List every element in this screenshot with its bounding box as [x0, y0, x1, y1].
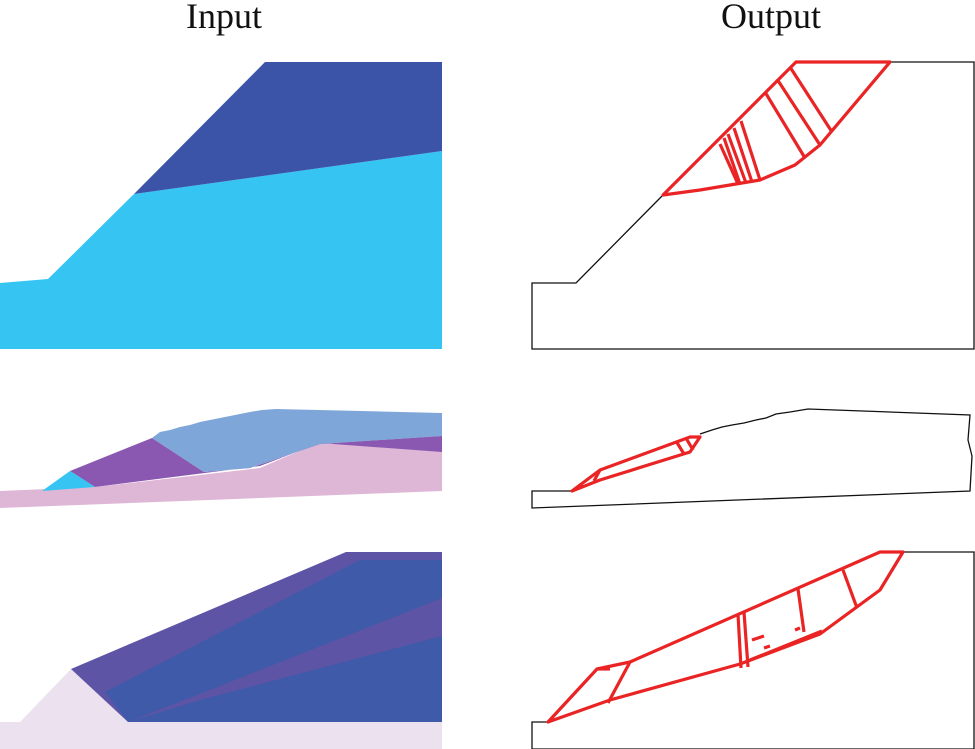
slope-outline: [531, 551, 975, 749]
slope-outline: [531, 408, 973, 509]
input-slope-2: [0, 409, 442, 508]
layer-cyan: [0, 151, 442, 349]
slope-outline: [531, 61, 975, 350]
layer-pink: [0, 436, 442, 508]
slip-surface: [661, 60, 892, 197]
output-slope-3: [531, 550, 975, 749]
output-column-title: Output: [721, 0, 822, 36]
layer-dark-blue: [134, 62, 442, 194]
slip-surface: [546, 550, 905, 724]
input-slope-1: [0, 62, 442, 349]
input-column-title: Input: [186, 0, 262, 36]
output-slope-2: [531, 408, 973, 509]
layer-lavender: [0, 669, 442, 749]
input-slope-3: [0, 552, 442, 749]
layer-cyan: [42, 471, 95, 491]
layer-deep-blue-lower: [128, 636, 442, 722]
layer-deep-blue: [105, 560, 442, 722]
slip-surface: [570, 435, 702, 493]
layer-light-blue: [152, 409, 442, 472]
layer-purple: [70, 436, 442, 487]
output-slope-1: [531, 60, 975, 350]
